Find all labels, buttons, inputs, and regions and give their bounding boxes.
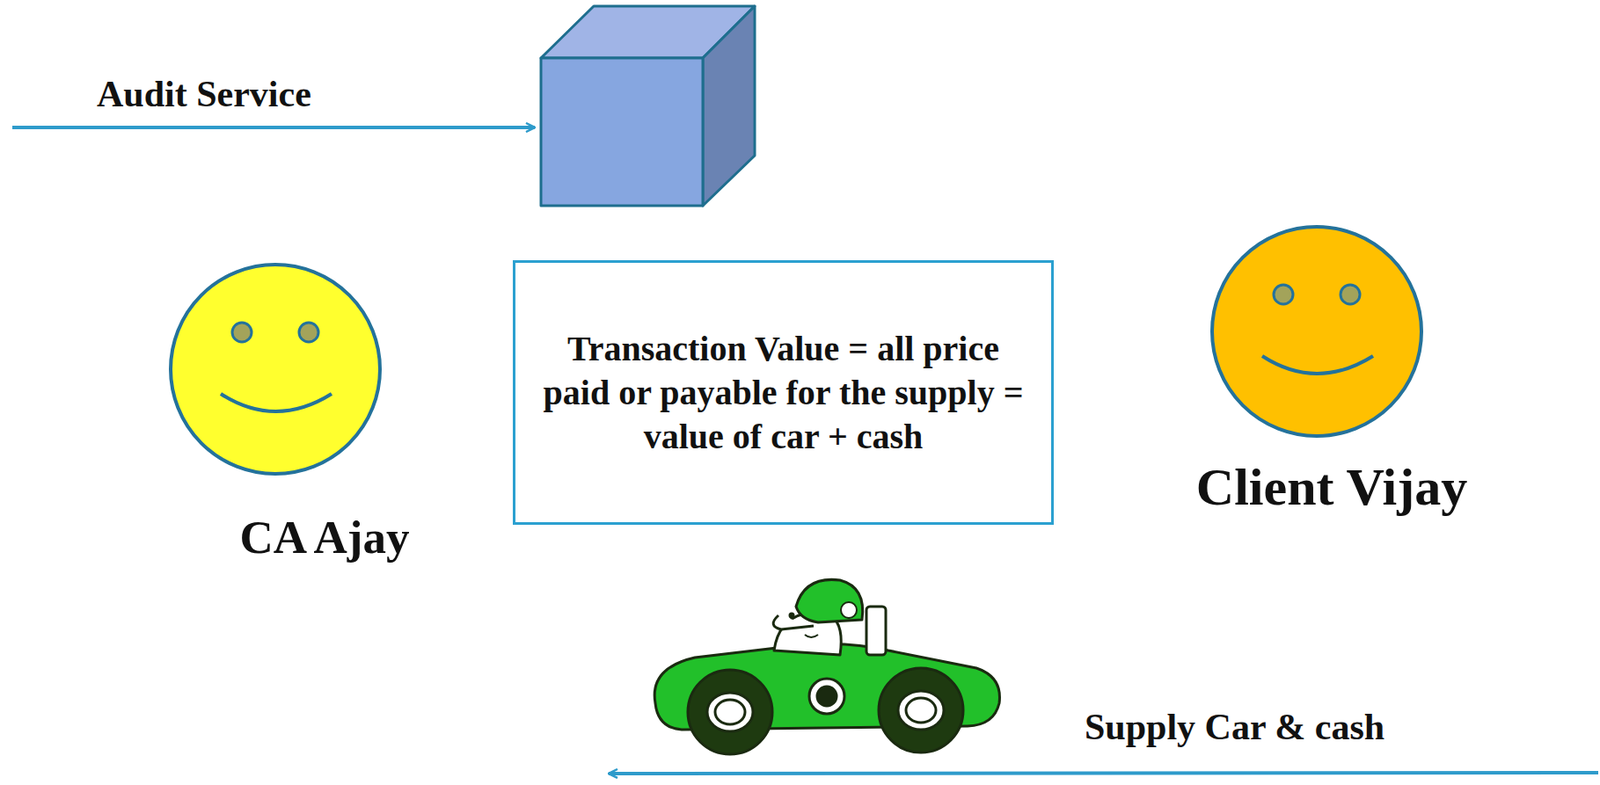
person-name: CA Ajay <box>148 511 501 563</box>
cube-icon <box>540 6 755 206</box>
smiley-face <box>1209 224 1425 439</box>
supply-arrow <box>608 773 1599 775</box>
arrow-label: Supply Car & cash <box>1084 708 1385 746</box>
smiley-face <box>168 262 383 477</box>
person-node: CA Ajay <box>148 262 501 563</box>
arrow-label: Audit Service <box>96 75 312 113</box>
definition-box: Transaction Value = all price paid or pa… <box>512 260 1054 526</box>
car-icon <box>654 579 1000 755</box>
definition-text: Transaction Value = all price paid or pa… <box>534 327 1032 460</box>
person-node: Client Vijay <box>1155 224 1508 517</box>
person-name: Client Vijay <box>1155 458 1508 517</box>
service-arrow <box>12 125 535 130</box>
